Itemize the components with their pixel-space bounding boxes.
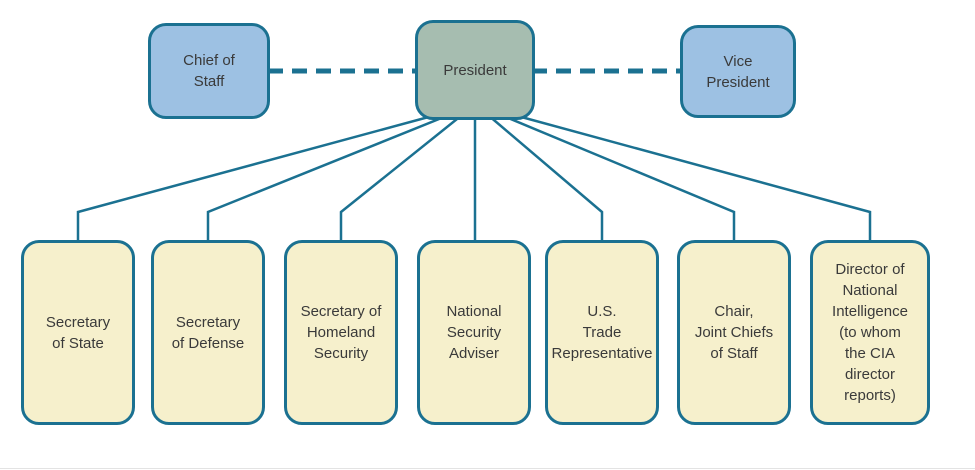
connector-president-us-trade-representative — [487, 114, 604, 245]
node-label: President — [443, 61, 507, 79]
node-label: Secretary of Defense — [171, 313, 245, 352]
node-president: President — [415, 20, 535, 120]
node-secretary-of-homeland-security: Secretary of Homeland Security — [284, 240, 398, 425]
node-label: Chair, Joint Chiefs of Staff — [694, 303, 774, 362]
node-label: Chief of Staff — [183, 52, 235, 90]
node-national-security-adviser: National Security Adviser — [417, 240, 531, 425]
connector-president-director-national-intelligence — [513, 113, 872, 245]
node-label: Director of National Intelligence (to wh… — [832, 261, 908, 404]
node-label: National Security Adviser — [446, 303, 502, 362]
node-secretary-of-defense: Secretary of Defense — [151, 240, 265, 425]
node-chair-joint-chiefs-of-staff: Chair, Joint Chiefs of Staff — [677, 240, 791, 425]
connector-president-secretary-of-homeland-security — [339, 114, 463, 245]
connector-president-secretary-of-state — [76, 113, 437, 245]
node-label: Secretary of State — [45, 313, 111, 352]
connector-president-secretary-of-defense — [206, 113, 450, 245]
node-label: U.S. Trade Representative — [551, 303, 653, 362]
node-us-trade-representative: U.S. Trade Representative — [545, 240, 659, 425]
node-secretary-of-state: Secretary of State — [21, 240, 135, 425]
node-label: Secretary of Homeland Security — [300, 303, 382, 362]
node-label: Vice President — [706, 52, 770, 91]
page-bottom-divider — [0, 468, 975, 469]
connector-president-chair-joint-chiefs — [500, 113, 736, 245]
node-director-of-national-intelligence: Director of National Intelligence (to wh… — [810, 240, 930, 425]
node-vice-president: Vice President — [680, 25, 796, 118]
node-chief-of-staff: Chief of Staff — [148, 23, 270, 119]
